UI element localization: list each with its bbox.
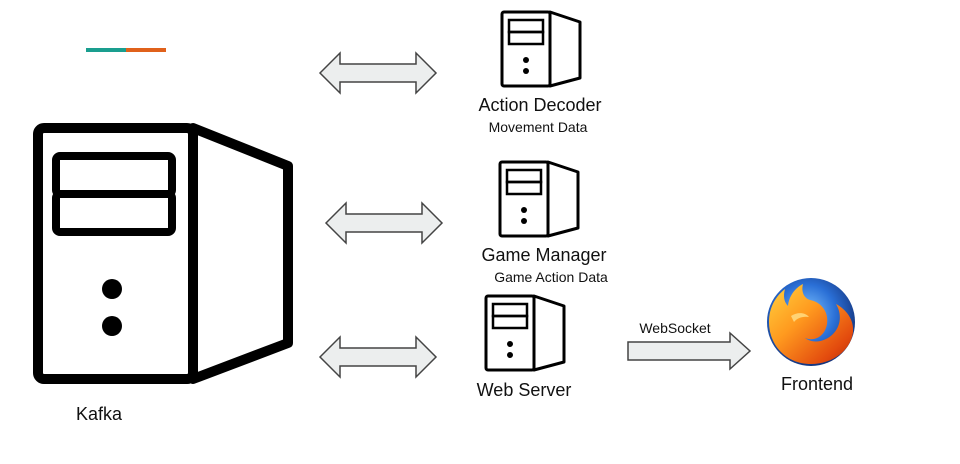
service-name-web-server: Web Server: [476, 380, 572, 400]
action-decoder-server-icon: [500, 10, 582, 88]
kafka-label: Kafka: [75, 404, 123, 424]
double-arrow-game-manager: [324, 201, 444, 245]
service-data-movement: Movement Data: [488, 119, 588, 135]
service-data-game-action: Game Action Data: [494, 269, 608, 285]
double-arrow-action-decoder: [318, 51, 438, 95]
accent-bar-teal: [86, 48, 126, 52]
websocket-label: WebSocket: [639, 320, 711, 336]
accent-bar-orange: [126, 48, 166, 52]
game-manager-server-icon: [498, 160, 580, 238]
web-server-server-icon: [484, 294, 566, 372]
double-arrow-web-server: [318, 335, 438, 379]
kafka-server-icon: [33, 123, 293, 384]
websocket-arrow: [627, 331, 752, 371]
service-name-game-manager: Game Manager: [481, 245, 607, 265]
frontend-label: Frontend: [780, 374, 854, 394]
service-name-action-decoder: Action Decoder: [478, 95, 602, 115]
firefox-icon: [767, 278, 855, 366]
